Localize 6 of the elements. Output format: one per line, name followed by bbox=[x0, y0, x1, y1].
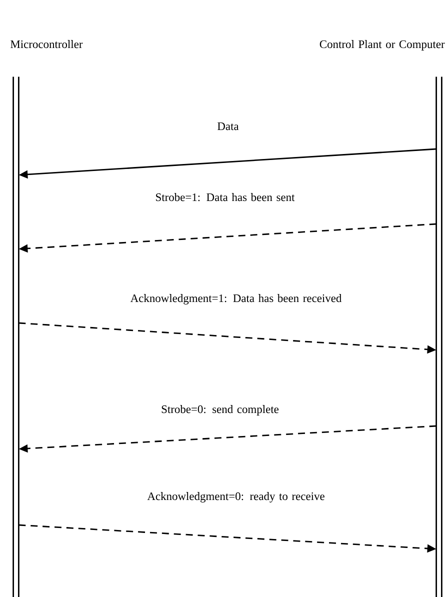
edge-label: Strobe=0: send complete bbox=[162, 405, 279, 416]
edge-label: Acknowledgment=0: ready to receive bbox=[147, 492, 324, 502]
edge-label: Strobe=1: Data has been sent bbox=[156, 193, 295, 202]
edge-label: Data bbox=[218, 122, 239, 130]
lifeline: Microcontroller bbox=[10, 40, 83, 597]
edge-label: Acknowledgment=1: Data has been received bbox=[130, 294, 342, 304]
